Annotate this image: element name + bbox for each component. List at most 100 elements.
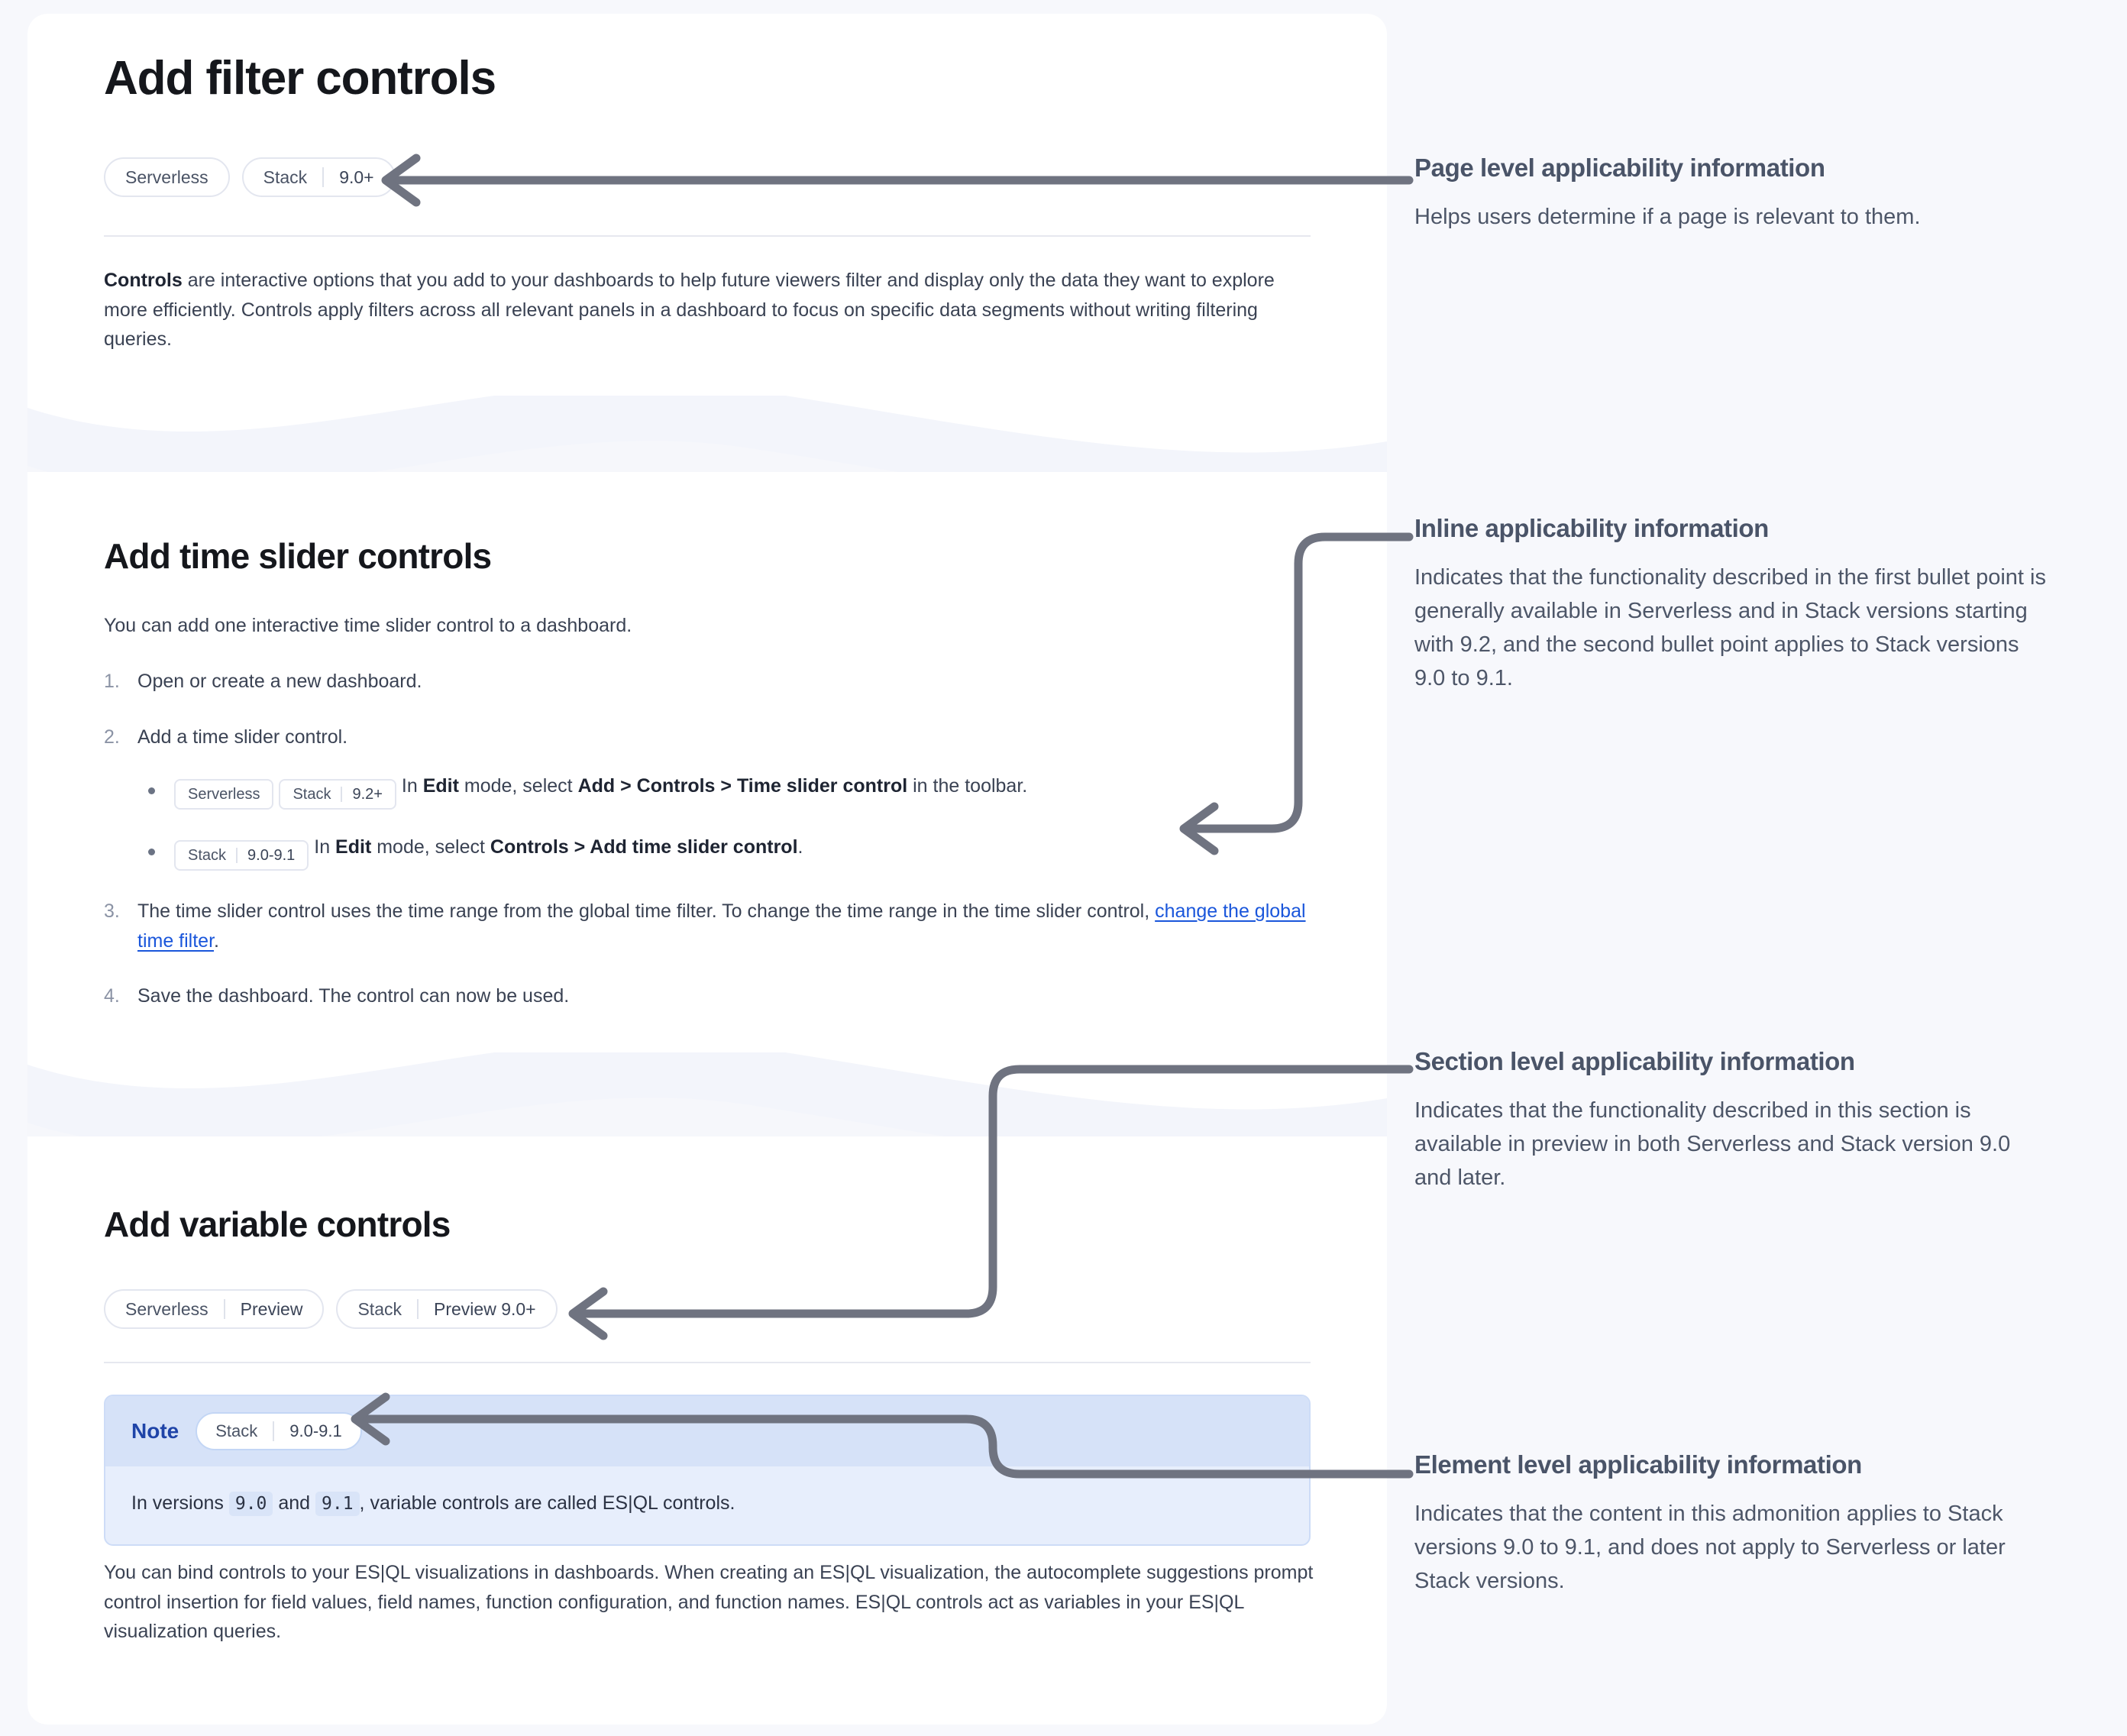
element-applicability-badge-stack[interactable]: Stack 9.0-9.1 [196,1412,362,1450]
note-text-prefix: In versions [131,1492,229,1514]
inline-badge-stack[interactable]: Stack 9.2+ [279,779,396,810]
step-text-before-link: The time slider control uses the time ra… [137,900,1156,922]
annotation-title: Inline applicability information [1414,514,1769,542]
annotation-title: Page level applicability information [1414,154,1825,182]
menu-path-controls: Controls [636,775,716,797]
time-slider-steps-wrap: Open or create a new dashboard. Add a ti… [104,667,1326,1037]
annotation-page-level: Page level applicability information Hel… [1414,153,2048,234]
intro-paragraph: Controls are interactive options that yo… [104,266,1318,354]
sublist-item: Serverless Stack 9.2+ In Edit mode, sele… [137,771,1326,810]
page-applicability-badges: Serverless Stack 9.0+ [104,157,396,197]
section-title-time-slider: Add time slider controls [104,536,492,576]
badge-version-label: Preview 9.0+ [434,1298,536,1319]
page-title: Add filter controls [104,52,496,105]
step-text: Save the dashboard. The control can now … [137,985,570,1007]
variable-paragraph-wrap: You can bind controls to your ES|QL visu… [104,1558,1318,1647]
badge-divider [341,787,343,802]
menu-separator: > [615,775,637,797]
intro-paragraph-wrap: Controls are interactive options that yo… [104,266,1318,354]
badge-product-label: Stack [357,1298,402,1319]
badge-product-label: Serverless [125,166,208,187]
applicability-badge-serverless[interactable]: Serverless [104,157,230,197]
sublist-text-prefix: In [401,775,423,797]
badge-product-label: Serverless [188,786,260,803]
sublist-text-prefix: In [314,836,336,858]
time-slider-intro-wrap: You can add one interactive time slider … [104,611,1318,641]
menu-path-controls: Controls [490,836,569,858]
badge-version-label: 9.0-9.1 [289,1421,342,1440]
inline-badge-stack-legacy[interactable]: Stack 9.0-9.1 [174,840,309,871]
applicability-badge-stack[interactable]: Stack 9.0+ [241,157,396,197]
annotation-section-level: Section level applicability information … [1414,1046,2048,1195]
step-text: Open or create a new dashboard. [137,671,422,692]
page-header: Add filter controls [104,53,496,105]
annotation-inline-level: Inline applicability information Indicat… [1414,513,2048,695]
note-text-mid: and [273,1492,315,1514]
section-applicability-badges: Serverless Preview Stack Preview 9.0+ [104,1289,558,1329]
note-admonition-wrap: Note Stack 9.0-9.1 In versions 9.0 and 9… [104,1395,1311,1546]
annotation-body: Indicates that the content in this admon… [1414,1501,2006,1593]
sublist-text-mid: mode, select [458,775,578,797]
badge-product-label: Stack [263,166,308,187]
version-code-90: 9.0 [228,1492,273,1516]
badge-version-label: 9.2+ [352,786,383,803]
badge-divider [236,848,238,863]
menu-separator: > [568,836,590,858]
badge-product-label: Serverless [125,1298,208,1319]
annotation-body: Indicates that the functionality describ… [1414,564,2046,690]
menu-path-add: Add [577,775,616,797]
page-header-rule [104,235,1311,237]
badge-version-label: Preview [240,1298,303,1319]
note-label: Note [131,1419,179,1443]
step-text: Add a time slider control. [137,726,348,748]
sublist-text-mid: mode, select [371,836,490,858]
badge-divider [223,1299,225,1319]
note-admonition-body: In versions 9.0 and 9.1, variable contro… [105,1466,1309,1544]
variable-paragraph: You can bind controls to your ES|QL visu… [104,1562,1314,1642]
intro-rest: are interactive options that you add to … [104,270,1275,350]
annotation-title: Element level applicability information [1414,1450,1862,1479]
sublist-item: Stack 9.0-9.1 In Edit mode, select Contr… [137,832,1326,871]
ui-term-edit: Edit [335,836,372,858]
step-item: The time slider control uses the time ra… [104,897,1326,955]
variable-section-header: Add variable controls [104,1205,451,1244]
page-card-intro [27,14,1387,430]
note-admonition-header: Note Stack 9.0-9.1 [105,1396,1309,1466]
version-code-91: 9.1 [315,1492,360,1516]
time-slider-steps: Open or create a new dashboard. Add a ti… [104,667,1326,1011]
time-slider-intro: You can add one interactive time slider … [104,615,632,636]
badge-version-label: 9.0+ [339,166,374,187]
badge-divider [417,1299,419,1319]
step-text-after-link: . [214,929,219,952]
badge-version-label: 9.0-9.1 [247,847,296,864]
step-item: Add a time slider control. Serverless St… [104,723,1326,871]
applicability-badge-stack-preview[interactable]: Stack Preview 9.0+ [336,1289,558,1329]
note-text-suffix: , variable controls are called ES|QL con… [359,1492,735,1514]
step-sublist: Serverless Stack 9.2+ In Edit mode, sele… [137,771,1326,871]
applicability-badge-serverless-preview[interactable]: Serverless Preview [104,1289,325,1329]
badge-product-label: Stack [188,847,227,864]
document-preview-canvas: Add filter controls Serverless Stack 9.0… [27,14,1387,1725]
menu-path-time-slider-control: Time slider control [736,775,908,797]
badge-divider [273,1421,275,1441]
menu-path-add-time-slider-control: Add time slider control [590,836,798,858]
global-time-filter-link[interactable]: change the global time filter [137,900,1306,952]
badge-product-label: Stack [215,1421,258,1440]
ui-term-edit: Edit [422,775,459,797]
annotation-element-level: Element level applicability information … [1414,1450,2048,1598]
badge-divider [322,167,325,187]
sublist-text-suffix: . [797,836,803,858]
badge-product-label: Stack [293,786,331,803]
annotation-body: Helps users determine if a page is relev… [1414,204,1921,229]
step-item: Save the dashboard. The control can now … [104,981,1326,1011]
note-admonition: Note Stack 9.0-9.1 In versions 9.0 and 9… [104,1395,1311,1546]
inline-badge-serverless[interactable]: Serverless [174,779,274,810]
sublist-text-suffix: in the toolbar. [907,775,1028,797]
step-item: Open or create a new dashboard. [104,667,1326,697]
annotation-title: Section level applicability information [1414,1047,1855,1075]
intro-lead-term: Controls [104,270,183,291]
annotation-body: Indicates that the functionality describ… [1414,1098,2011,1190]
section-title-variable: Add variable controls [104,1204,451,1244]
time-slider-section-header: Add time slider controls [104,536,492,576]
section-header-rule [104,1362,1311,1363]
